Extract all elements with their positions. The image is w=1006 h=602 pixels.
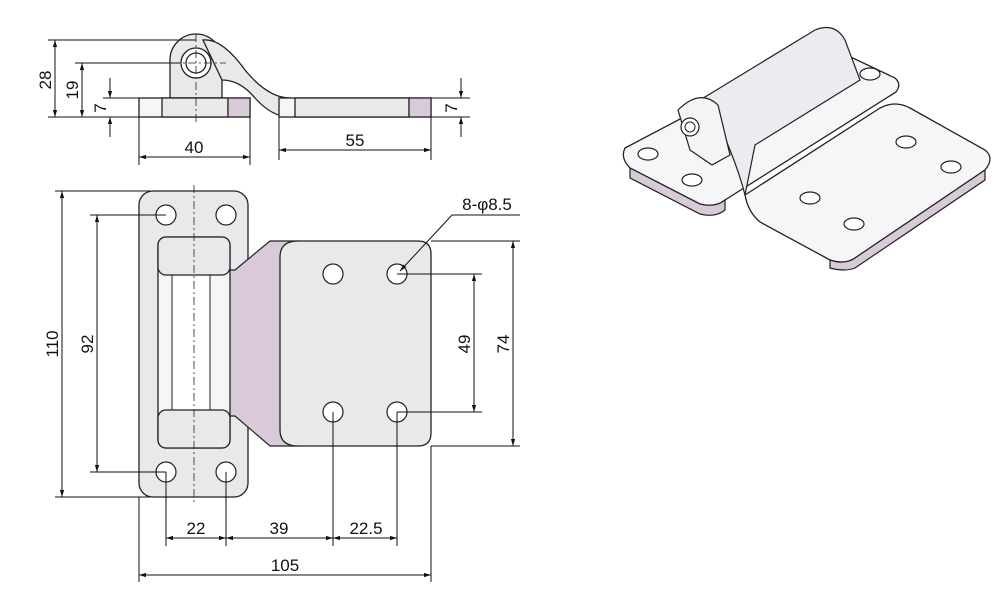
dim-7-base: 7 [91, 103, 110, 112]
dim-28: 28 [36, 71, 55, 90]
dim-110: 110 [43, 330, 62, 357]
dim-39: 39 [270, 519, 289, 538]
dim-49: 49 [455, 335, 474, 354]
front-view [138, 185, 432, 505]
dim-7-leaf: 7 [442, 103, 461, 112]
side-view [138, 33, 432, 122]
dim-22: 22 [187, 519, 206, 538]
dim-19: 19 [63, 81, 82, 100]
dim-40: 40 [185, 138, 204, 157]
side-view-dimensions: 28 19 7 7 40 55 [36, 39, 470, 165]
hole-callout: 8-φ8.5 [462, 195, 512, 214]
dim-74: 74 [494, 335, 513, 354]
dim-55: 55 [346, 131, 365, 150]
dim-105: 105 [271, 556, 299, 575]
dim-22-5: 22.5 [349, 519, 382, 538]
front-view-dimensions: 8-φ8.5 110 92 49 74 22 39 22.5 105 [43, 190, 520, 582]
dim-92: 92 [78, 335, 97, 354]
isometric-view [622, 27, 991, 271]
